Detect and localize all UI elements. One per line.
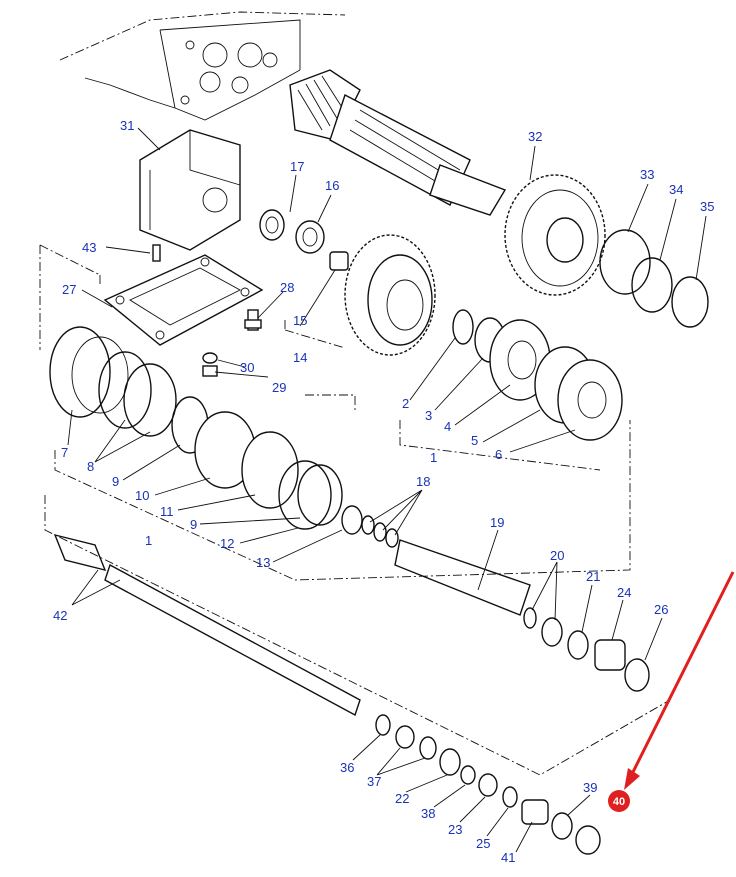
callout-22: 22 xyxy=(395,791,409,806)
callout-35: 35 xyxy=(700,199,714,214)
callout-14: 14 xyxy=(293,350,307,365)
callout-13: 13 xyxy=(256,555,270,570)
callout-43: 43 xyxy=(82,240,96,255)
part-13-snap-ring xyxy=(297,464,343,526)
part-37-ring-b xyxy=(419,736,437,760)
callout-40-highlight: 40 xyxy=(608,790,630,812)
callout-25: 25 xyxy=(476,836,490,851)
callout-34: 34 xyxy=(669,182,683,197)
part-24-bearing xyxy=(594,639,626,671)
part-19-shaft xyxy=(394,539,531,616)
part-9-ring-b xyxy=(341,505,363,535)
part-26-snap-ring xyxy=(624,658,650,692)
part-18-ring-a xyxy=(361,515,375,535)
callout-24: 24 xyxy=(617,585,631,600)
part-41-bearing xyxy=(521,799,549,825)
callout-42: 42 xyxy=(53,608,67,623)
callout-3: 3 xyxy=(425,408,432,423)
part-18-ring-c xyxy=(385,528,399,548)
highlight-arrow xyxy=(624,571,735,790)
part-20-ring-b xyxy=(541,617,563,647)
part-32-gear xyxy=(504,174,606,296)
part-30-washer xyxy=(202,352,218,364)
callout-28: 28 xyxy=(280,280,294,295)
callout-5: 5 xyxy=(471,433,478,448)
part-16-bearing xyxy=(295,220,325,254)
transmission-housing xyxy=(59,11,346,121)
callout-12: 12 xyxy=(220,536,234,551)
callout-4: 4 xyxy=(444,419,451,434)
callout-19: 19 xyxy=(490,515,504,530)
callout-30: 30 xyxy=(240,360,254,375)
part-8-disc-b xyxy=(123,363,177,437)
part-14-gear xyxy=(344,234,436,356)
part-18-ring-b xyxy=(373,522,387,542)
part-39-ring xyxy=(551,812,573,840)
callout-29: 29 xyxy=(272,380,286,395)
callout-26: 26 xyxy=(654,602,668,617)
part-36-ring xyxy=(375,714,391,736)
callout-11: 11 xyxy=(160,504,174,519)
callout-2: 2 xyxy=(402,396,409,411)
part-11-disc xyxy=(241,431,299,509)
callout-9a: 9 xyxy=(112,474,119,489)
leader-lines xyxy=(67,127,707,853)
part-20-ring-a xyxy=(523,607,537,629)
part-21-ring xyxy=(567,630,589,660)
callout-36: 36 xyxy=(340,760,354,775)
part-38-ring xyxy=(460,765,476,785)
group-boundaries xyxy=(39,244,671,776)
callout-39: 39 xyxy=(583,780,597,795)
part-27-plate xyxy=(103,254,264,346)
part-17-bearing xyxy=(259,209,285,241)
callout-15: 15 xyxy=(293,313,307,328)
callout-10: 10 xyxy=(135,488,149,503)
callout-21: 21 xyxy=(586,569,600,584)
callout-1a: 1 xyxy=(430,450,437,465)
part-35-snap-ring xyxy=(671,276,709,328)
callout-18: 18 xyxy=(416,474,430,489)
callout-8: 8 xyxy=(87,459,94,474)
part-31-cover xyxy=(139,129,241,251)
pinion-shaft xyxy=(289,69,507,216)
part-15-sleeve xyxy=(329,251,349,271)
part-33-ring xyxy=(599,229,651,295)
part-34-ring xyxy=(631,257,673,313)
part-25-ring xyxy=(502,786,518,808)
callout-6: 6 xyxy=(495,447,502,462)
part-23-ring xyxy=(478,773,498,797)
callout-labels: 31 17 16 43 27 28 15 14 30 29 32 33 34 3… xyxy=(53,118,714,865)
part-28-bolt xyxy=(244,309,262,331)
callout-7: 7 xyxy=(61,445,68,460)
callout-37: 37 xyxy=(367,774,381,789)
callout-41: 41 xyxy=(501,850,515,865)
part-2-ring xyxy=(452,309,474,345)
part-22-ring xyxy=(439,748,461,776)
callout-23: 23 xyxy=(448,822,462,837)
part-7-drum xyxy=(49,326,129,418)
callout-31: 31 xyxy=(120,118,134,133)
part-42-shaft xyxy=(53,533,361,717)
callout-38: 38 xyxy=(421,806,435,821)
callout-32: 32 xyxy=(528,129,542,144)
part-8-disc-a xyxy=(98,351,152,429)
part-37-ring-a xyxy=(395,725,415,749)
callout-33: 33 xyxy=(640,167,654,182)
callout-1b: 1 xyxy=(145,533,152,548)
callout-9b: 9 xyxy=(190,517,197,532)
callout-20: 20 xyxy=(550,548,564,563)
callout-40: 40 xyxy=(613,796,625,808)
part-43-pin xyxy=(152,244,161,262)
callout-27: 27 xyxy=(62,282,76,297)
part-40-ring xyxy=(575,825,601,855)
part-6-disc xyxy=(557,359,623,441)
callout-16: 16 xyxy=(325,178,339,193)
callout-17: 17 xyxy=(290,159,304,174)
part-29-nut xyxy=(202,365,218,377)
part-12-ring xyxy=(278,460,332,530)
